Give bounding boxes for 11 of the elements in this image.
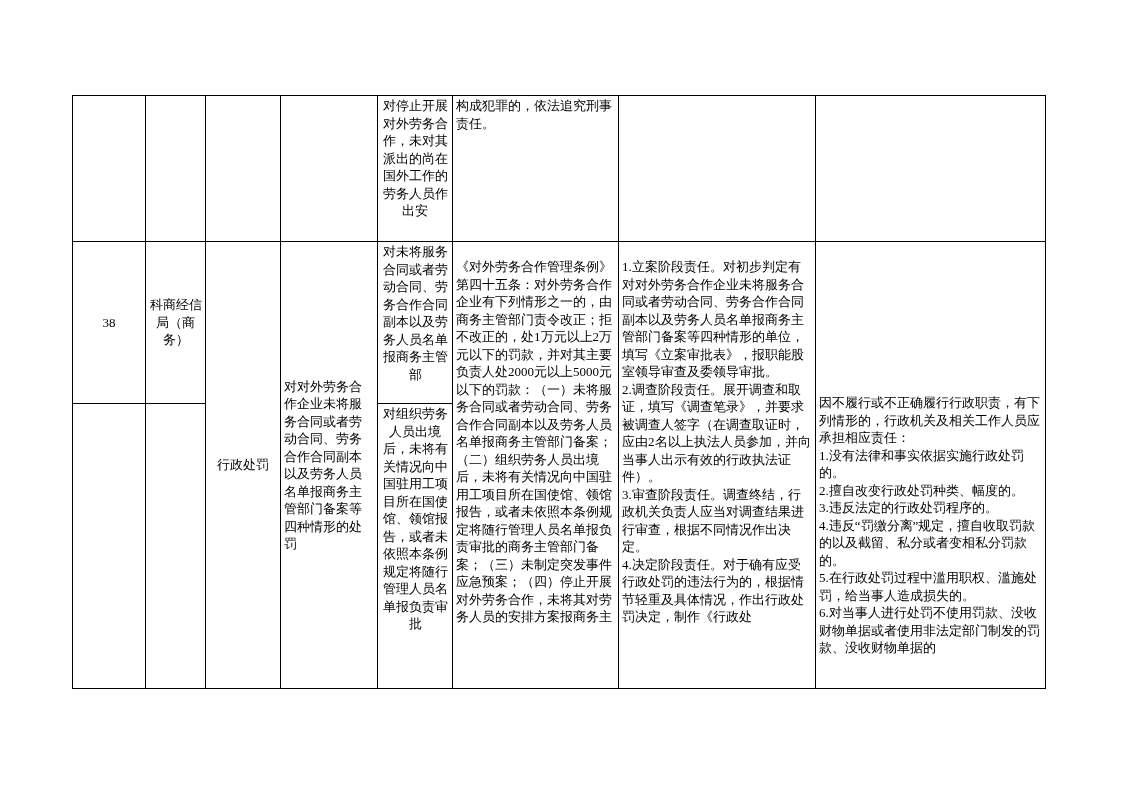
paragraph: 4.决定阶段责任。对于确有应受行政处罚的违法行为的，根据情节轻重及具体情况，作出行政处罚决定，制作《行政处 (622, 555, 805, 626)
paragraph: 6.对当事人进行处罚不使用罚款、没收财物单据或者使用非法定部门制发的罚款、没收财物单据的 (819, 604, 1041, 657)
paragraph: 2.调查阶段责任。展开调查和取证，填写《调查笔录》，并要求被调查人签字（在调查取证时，应由2名以上执法人员参加，并向当事人出示有效的行政执法证件）。 (622, 380, 812, 486)
paragraph: 4.违反“罚缴分离”规定，擅自收取罚款的以及截留、私分或者变相私分罚款的。 (819, 516, 1037, 569)
paragraph: 2.擅自改变行政处罚种类、幅度的。 (819, 481, 1025, 499)
paragraph: 5.在行政处罚过程中滥用职权、滥施处罚，给当事人造成损失的。 (819, 569, 1038, 604)
paragraph: 因不履行或不正确履行行政职责，有下列情形的，行政机关及相关工作人员应承担相应责任： (819, 394, 1041, 447)
paragraph: 3.违反法定的行政处罚程序的。 (819, 499, 999, 517)
paragraph: 1.没有法律和事实依据实施行政处罚的。 (819, 446, 1025, 482)
paragraph: 1.立案阶段责任。对初步判定有对对外劳务合作企业未将服务合同或者劳动合同、劳务合作合同副本以及劳务人员名单报商务主管部门备案等四种情形的单位，填写《立案审批表》，报职能股室领导审查及委领导审批。 (622, 258, 805, 381)
paragraph: 3.审查阶段责任。调查终结，行政机关负责人应当对调查结果进行审查，根据不同情况作出决定。 (622, 485, 805, 556)
